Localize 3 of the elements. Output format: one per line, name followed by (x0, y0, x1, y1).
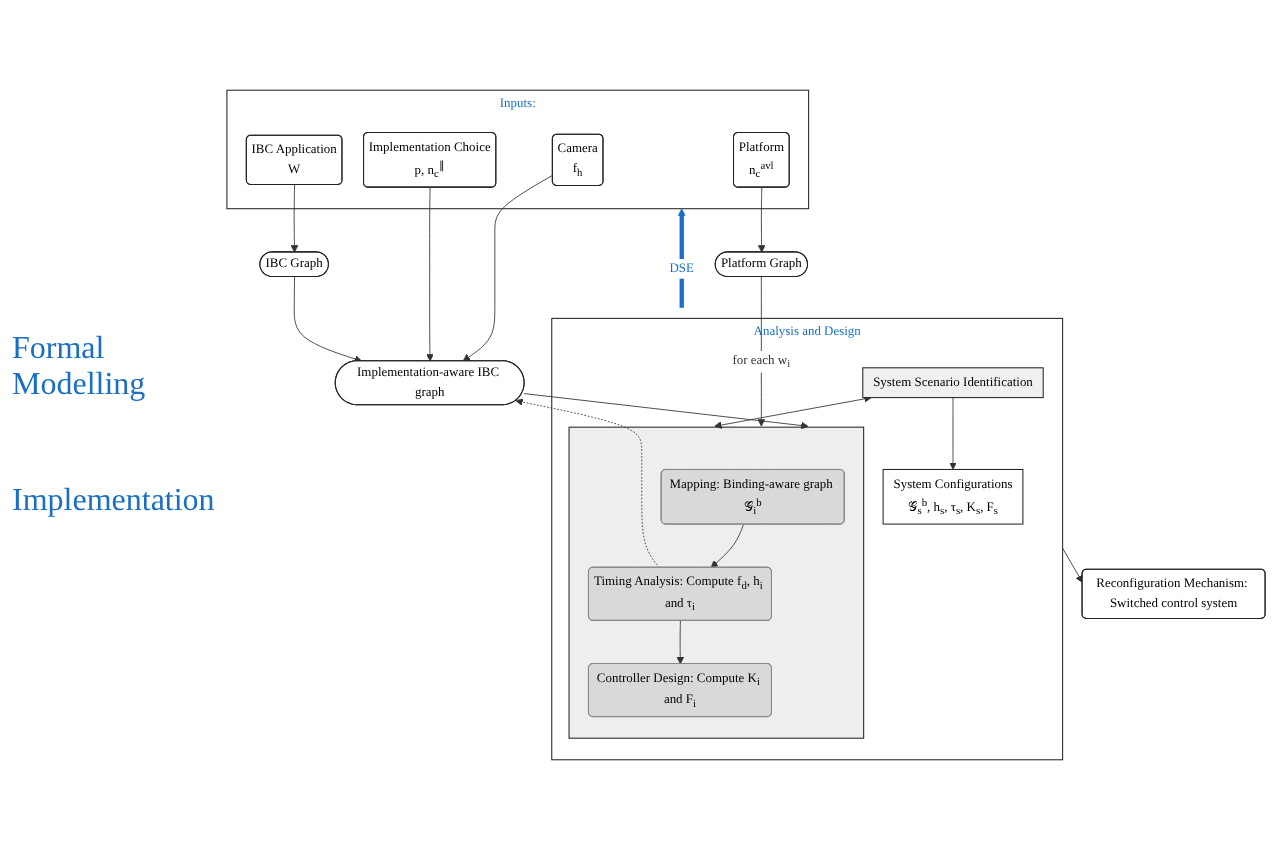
cluster (568, 426, 865, 739)
phase-label: Formal Modelling (12, 331, 148, 403)
arrow (677, 208, 686, 308)
